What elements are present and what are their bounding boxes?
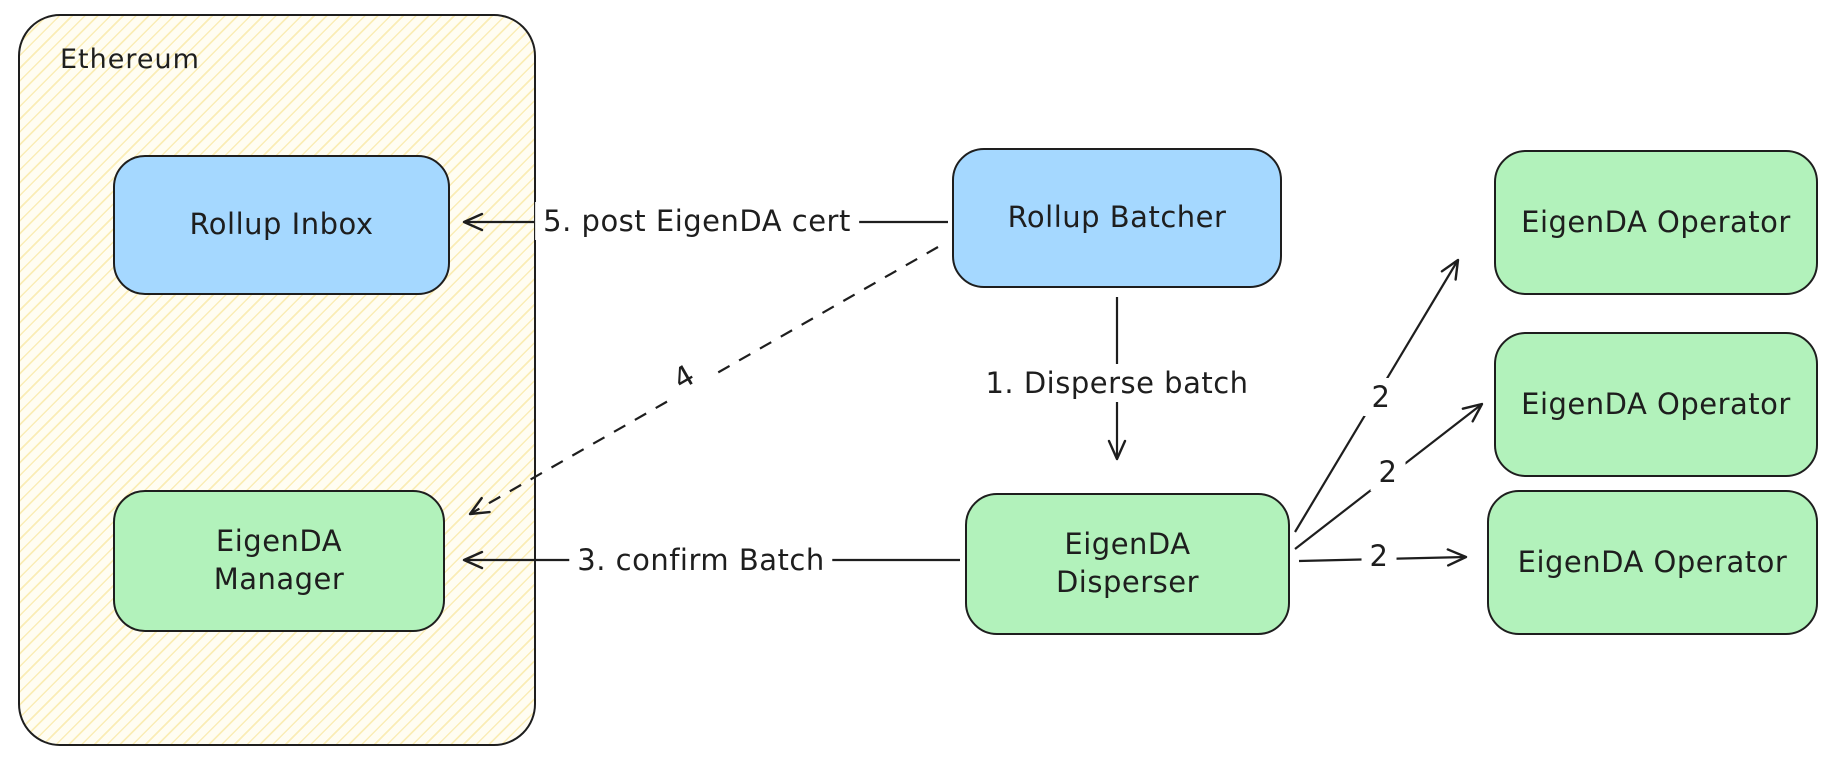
edge-label-disperse-batch: 1. Disperse batch: [977, 364, 1257, 402]
edge-label-retrieve-4: 4: [654, 348, 714, 406]
ethereum-group-box: [18, 14, 536, 746]
edge-label-to-operator-2: 2: [1370, 453, 1406, 491]
edge-label-confirm-batch: 3. confirm Batch: [569, 541, 833, 579]
ethereum-group-label: Ethereum: [60, 44, 200, 75]
edge-label-post-eigenda-cert: 5. post EigenDA cert: [535, 202, 859, 240]
node-rollup-batcher: Rollup Batcher: [952, 148, 1282, 288]
node-eigenda-disperser: EigenDA Disperser: [965, 493, 1290, 635]
node-eigenda-operator-2: EigenDA Operator: [1494, 332, 1818, 477]
node-eigenda-operator-3: EigenDA Operator: [1487, 490, 1818, 635]
node-eigenda-manager: EigenDA Manager: [113, 490, 445, 632]
node-eigenda-operator-1: EigenDA Operator: [1494, 150, 1818, 295]
node-rollup-inbox: Rollup Inbox: [113, 155, 450, 295]
edge-label-to-operator-3: 2: [1361, 537, 1397, 575]
edge-label-to-operator-1: 2: [1363, 378, 1399, 416]
